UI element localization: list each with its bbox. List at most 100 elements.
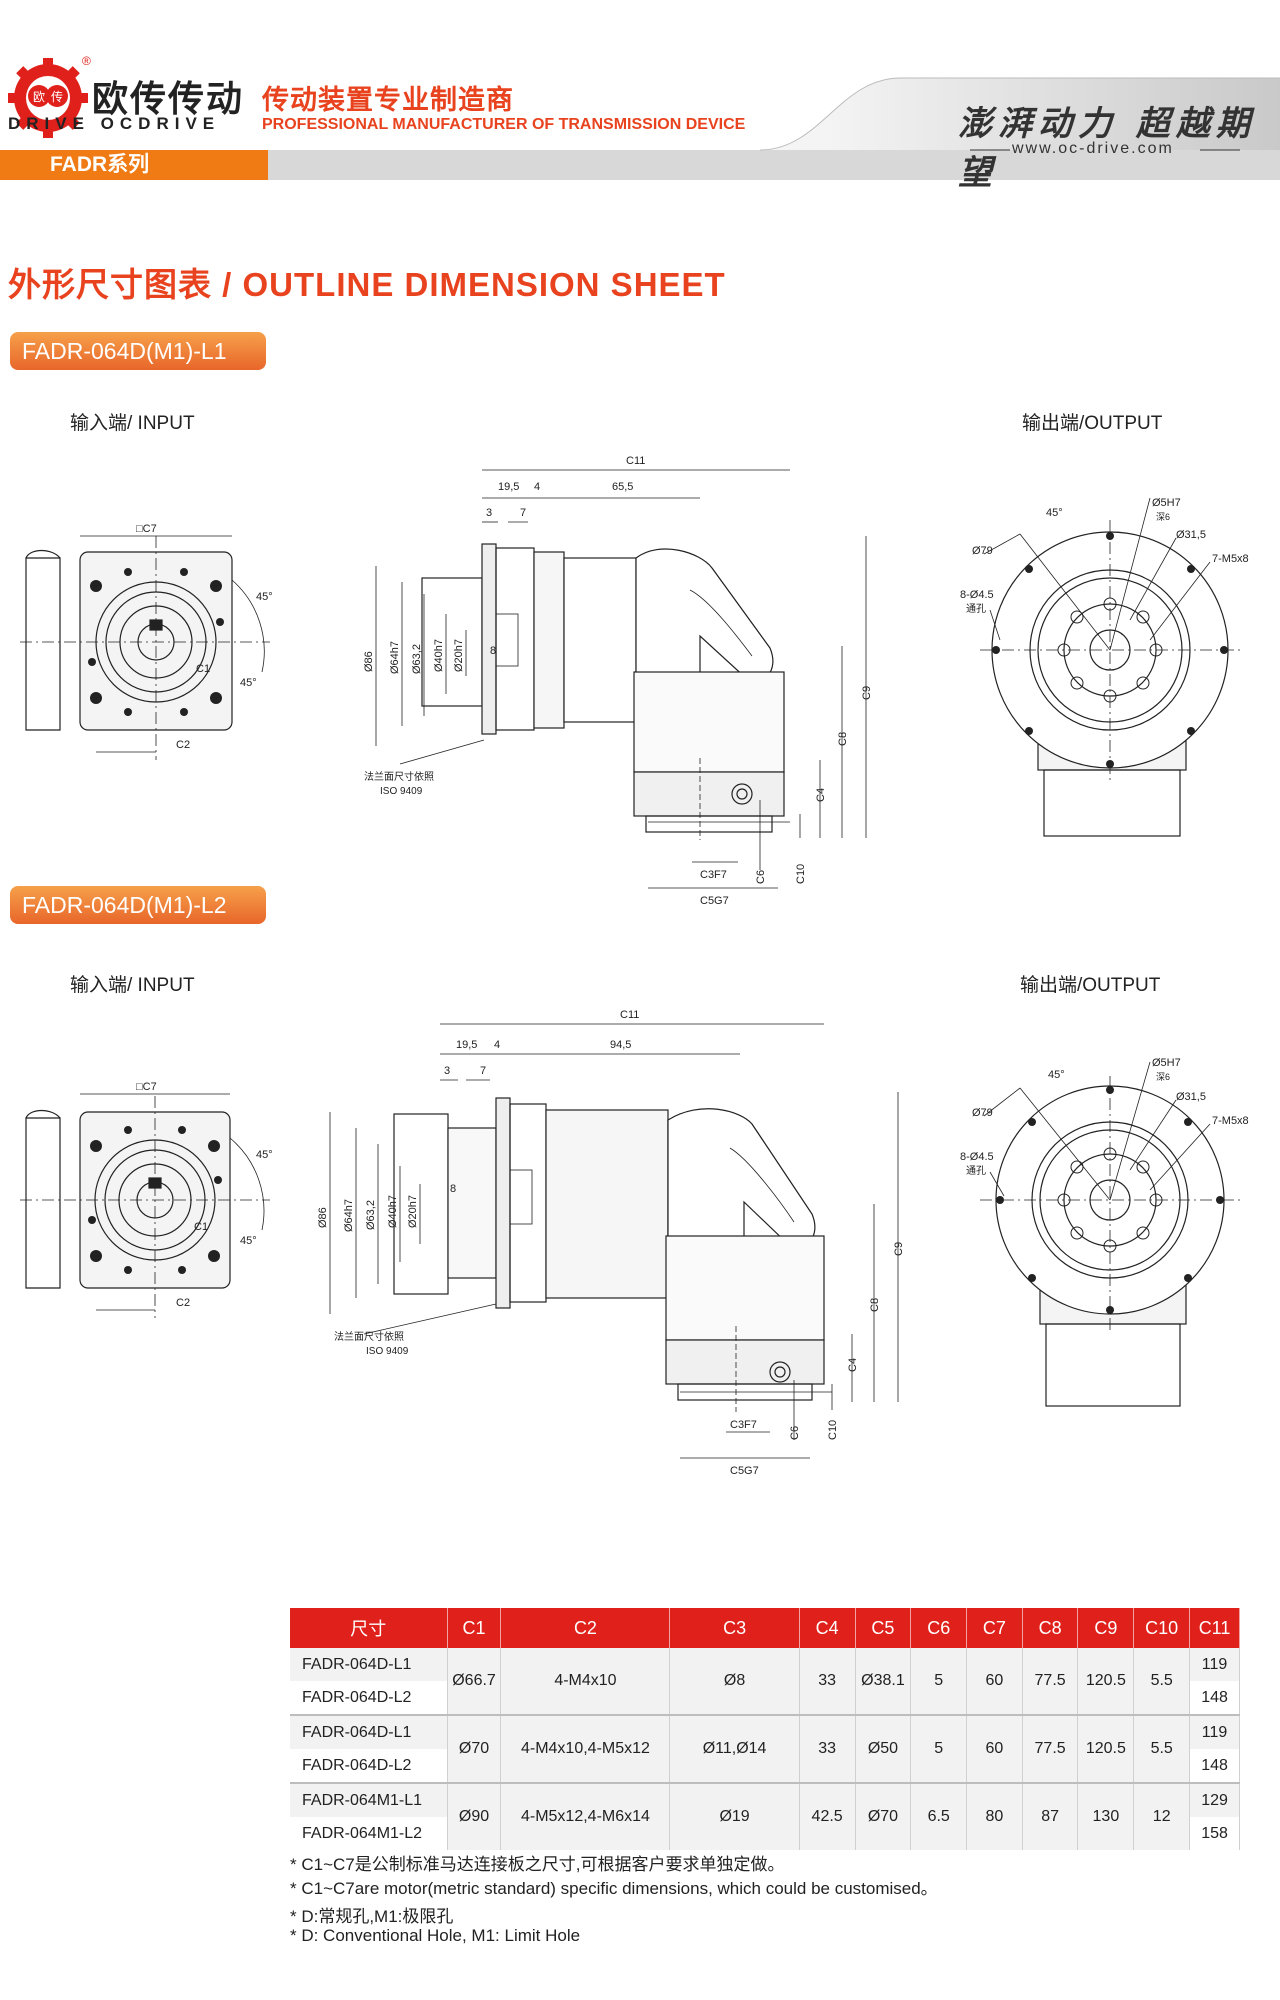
dim-8-l1: 8 — [490, 645, 496, 657]
c8-cell: 77.5 — [1022, 1648, 1079, 1715]
dim-3-l1: 3 — [486, 507, 492, 519]
page-header: 欧 传 ® 欧传传动 DRIVE OCDRIVE 传动装置专业制造商 PROFE… — [0, 0, 1280, 193]
dim-d20-l2: Ø20h7 — [407, 1195, 419, 1228]
c10-cell: 12 — [1133, 1782, 1191, 1850]
c3-cell: Ø19 — [669, 1782, 800, 1850]
table-row: FADR-064M1-L1 Ø90 4-M5x12,4-M6x14 Ø19 42… — [290, 1782, 1240, 1850]
dim-c4-l1: C4 — [815, 788, 827, 802]
model-cell: FADR-064D-L1 — [290, 1714, 448, 1749]
dim-o45-l1: 45° — [1046, 507, 1063, 519]
dim-angle-b-input-l1: 45° — [240, 677, 257, 689]
c5-cell: Ø50 — [855, 1714, 912, 1783]
table-header: C6 — [910, 1608, 968, 1648]
dim-c7-input-l1: □C7 — [136, 523, 157, 535]
dim-c5-l1: C5G7 — [700, 895, 729, 907]
table-header: C4 — [799, 1608, 856, 1648]
c11-cell: 158 — [1189, 1817, 1240, 1850]
series-tab: FADR系列 — [0, 150, 268, 180]
dim-8-l2: 8 — [450, 1183, 456, 1195]
table-row: FADR-064D-L1 Ø70 4-M4x10,4-M5x12 Ø11,Ø14… — [290, 1714, 1240, 1783]
dim-angle-a-input-l1: 45° — [256, 591, 273, 603]
dim-o45-l2: 45° — [1048, 1069, 1065, 1081]
flange-note-en-l2: ISO 9409 — [366, 1346, 409, 1357]
dim-o5-depth-l2: 深6 — [1156, 1072, 1170, 1082]
dim-4-l1: 4 — [534, 481, 540, 493]
dim-c1-input-l1: C1 — [196, 663, 210, 675]
dim-d40-l1: Ø40h7 — [433, 639, 445, 672]
table-header: C9 — [1077, 1608, 1135, 1648]
c11-cell: 119 — [1189, 1714, 1240, 1749]
c5-cell: Ø38.1 — [855, 1648, 912, 1715]
dim-c9-l2: C9 — [893, 1242, 905, 1256]
model-cell: FADR-064M1-L1 — [290, 1782, 448, 1817]
side-view-l2: C11 19,5 4 94,5 3 7 8 Ø86 Ø64h7 Ø63,2 Ø4… — [317, 1009, 905, 1477]
dim-d63-l1: Ø63,2 — [411, 644, 423, 674]
dim-c2-input-l1: C2 — [176, 739, 190, 751]
input-label-l2: 输入端/ INPUT — [70, 975, 195, 996]
c9-cell: 130 — [1077, 1782, 1135, 1850]
output-view-l1: 45° Ø79 Ø5H7 深6 Ø31,5 7-M5x8 8-Ø4.5 通孔 — [960, 497, 1249, 837]
model-tab-l1: FADR-064D(M1)-L1 — [10, 332, 266, 370]
table-row: FADR-064D-L1 Ø66.7 4-M4x10 Ø8 33 Ø38.1 5… — [290, 1648, 1240, 1715]
input-view-l1: □C7 C2 C1 45° 45° — [20, 523, 273, 760]
dim-19-5-l1: 19,5 — [498, 481, 519, 493]
note-1: * C1~C7是公制标准马达连接板之尺寸,可根据客户要求单独定做。 — [290, 1855, 785, 1874]
dim-o-m5-l1: 7-M5x8 — [1212, 553, 1249, 565]
dim-o31-l1: Ø31,5 — [1176, 529, 1206, 541]
dim-o79-l2: Ø79 — [972, 1107, 993, 1119]
table-header: C3 — [669, 1608, 800, 1648]
dim-7-l1: 7 — [520, 507, 526, 519]
dim-o31-l2: Ø31,5 — [1176, 1091, 1206, 1103]
dim-3-l2: 3 — [444, 1065, 450, 1077]
c9-cell: 120.5 — [1077, 1648, 1135, 1715]
dim-d20-l1: Ø20h7 — [453, 639, 465, 672]
dim-len-l1: 65,5 — [612, 481, 633, 493]
dim-c5-l2: C5G7 — [730, 1465, 759, 1477]
drawing-l2: □C7 C2 C1 45° 45° — [20, 1009, 1249, 1477]
table-header: C8 — [1022, 1608, 1079, 1648]
dim-c7-input-l2: □C7 — [136, 1081, 157, 1093]
table-header-row: 尺寸 C1 C2 C3 C4 C5 C6 C7 C8 C9 C10 C11 — [290, 1608, 1240, 1648]
model-cell: FADR-064M1-L2 — [290, 1817, 448, 1850]
model-cell: FADR-064D-L2 — [290, 1749, 448, 1783]
model-cell: FADR-064D-L1 — [290, 1648, 448, 1681]
brand-name-en: DRIVE OCDRIVE — [8, 114, 221, 133]
website-rule — [970, 149, 1240, 151]
c10-cell: 5.5 — [1133, 1648, 1191, 1715]
slogan: 澎湃动力 超越期望 — [958, 104, 1256, 193]
dim-d64-l2: Ø64h7 — [343, 1199, 355, 1232]
note-2: * C1~C7are motor(metric standard) specif… — [290, 1879, 938, 1898]
model-tab-l2: FADR-064D(M1)-L2 — [10, 886, 266, 924]
tagline-en: PROFESSIONAL MANUFACTURER OF TRANSMISSIO… — [262, 116, 746, 133]
table-header: C5 — [855, 1608, 912, 1648]
drawing-l1: □C7 C2 C1 45° 45° — [20, 455, 1249, 907]
c5-cell: Ø70 — [855, 1782, 912, 1850]
c7-cell: 60 — [966, 1648, 1023, 1715]
dim-o5-l2: Ø5H7 — [1152, 1057, 1181, 1069]
flange-note-en-l1: ISO 9409 — [380, 786, 423, 797]
dim-d64-l1: Ø64h7 — [389, 641, 401, 674]
dim-c8-l2: C8 — [869, 1298, 881, 1312]
c1-cell: Ø66.7 — [447, 1648, 502, 1715]
table-header: C11 — [1189, 1608, 1240, 1648]
dim-c10-l1: C10 — [795, 864, 807, 884]
side-view-l1: C11 19,5 4 65,5 3 7 8 Ø86 Ø64h7 Ø63,2 Ø4… — [363, 455, 873, 907]
note-3: * D:常规孔,M1:极限孔 — [290, 1907, 454, 1926]
c8-cell: 87 — [1022, 1782, 1079, 1850]
dim-o5-l1: Ø5H7 — [1152, 497, 1181, 509]
dim-angle-b-input-l2: 45° — [240, 1235, 257, 1247]
output-label-l1: 输出端/OUTPUT — [1022, 413, 1163, 434]
dim-d63-l2: Ø63,2 — [365, 1200, 377, 1230]
c11-cell: 129 — [1189, 1782, 1240, 1817]
c2-cell: 4-M5x12,4-M6x14 — [500, 1782, 671, 1850]
dim-o-holes-l2: 8-Ø4.5 — [960, 1151, 994, 1163]
dim-d40-l2: Ø40h7 — [387, 1195, 399, 1228]
input-view-l2: □C7 C2 C1 45° 45° — [20, 1081, 273, 1318]
c3-cell: Ø8 — [669, 1648, 800, 1715]
dim-c9-l1: C9 — [861, 686, 873, 700]
table-header: C7 — [966, 1608, 1023, 1648]
note-4: * D: Conventional Hole, M1: Limit Hole — [290, 1926, 581, 1945]
dim-c10-l2: C10 — [827, 1420, 839, 1440]
dim-c4-l2: C4 — [847, 1358, 859, 1372]
dimension-table: 尺寸 C1 C2 C3 C4 C5 C6 C7 C8 C9 C10 C11 FA… — [290, 1608, 1240, 1850]
